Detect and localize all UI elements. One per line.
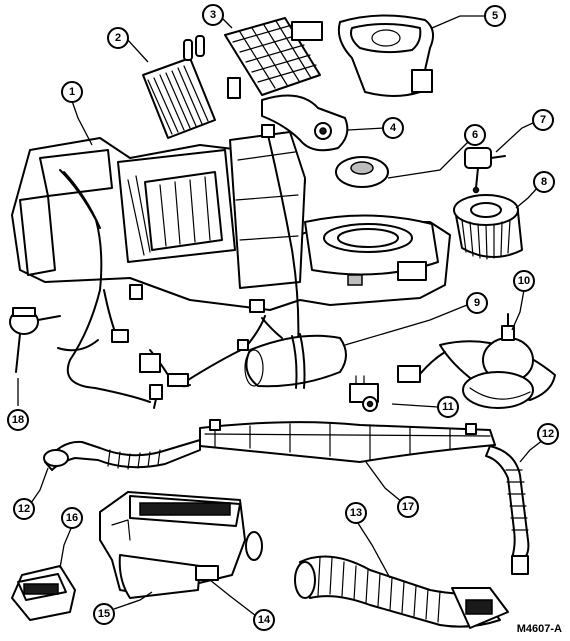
floor-duct-assembly [99, 491, 263, 599]
callout-16: 16 [61, 507, 83, 529]
callout-18: 18 [7, 409, 29, 431]
vacuum-actuator [464, 147, 506, 194]
vacuum-motor [9, 307, 61, 373]
svg-text:7: 7 [540, 114, 546, 126]
blower-resistor [349, 375, 379, 412]
callout-3: 3 [202, 4, 224, 26]
callout-5: 5 [484, 5, 506, 27]
callout-10: 10 [513, 270, 535, 292]
callout-7: 7 [532, 109, 554, 131]
svg-text:14: 14 [258, 614, 271, 626]
svg-text:15: 15 [98, 608, 110, 620]
duct-adapter [11, 565, 76, 621]
blower-motor [397, 313, 556, 409]
svg-text:11: 11 [442, 401, 454, 413]
callout-8: 8 [533, 171, 555, 193]
outlet-duct [337, 14, 435, 97]
svg-text:1: 1 [69, 86, 75, 98]
callout-12-left: 12 [13, 498, 35, 520]
svg-text:16: 16 [66, 512, 78, 524]
callout-15: 15 [93, 603, 115, 625]
vacuum-reservoir [244, 317, 347, 389]
callout-14: 14 [253, 609, 275, 631]
heater-case-assembly [11, 124, 451, 351]
right-hose [485, 445, 530, 575]
evaporator-seal-plate [261, 94, 349, 152]
svg-text:12: 12 [542, 428, 554, 440]
svg-text:18: 18 [12, 414, 24, 426]
callout-4: 4 [382, 117, 404, 139]
svg-text:6: 6 [472, 129, 478, 141]
figure-code: M4607-A [516, 623, 562, 635]
callout-1: 1 [61, 81, 83, 103]
callout-17: 17 [397, 496, 419, 518]
callout-6: 6 [464, 124, 486, 146]
heater-core [142, 35, 216, 139]
svg-text:9: 9 [474, 297, 480, 309]
leader-lines [17, 15, 544, 617]
callout-2: 2 [107, 27, 129, 49]
svg-text:10: 10 [518, 275, 530, 287]
callout-9: 9 [466, 292, 488, 314]
svg-text:5: 5 [492, 10, 498, 22]
callout-13: 13 [345, 502, 367, 524]
seal-ring [335, 156, 389, 188]
flex-duct [294, 555, 509, 629]
callout-12-right: 12 [537, 423, 559, 445]
svg-text:3: 3 [210, 9, 216, 21]
svg-text:8: 8 [541, 176, 547, 188]
svg-text:13: 13 [350, 507, 362, 519]
svg-text:12: 12 [18, 503, 30, 515]
defroster-duct [199, 419, 496, 463]
evaporator-core [224, 17, 323, 99]
svg-text:17: 17 [402, 501, 414, 513]
wiring-harness [57, 289, 266, 409]
callout-11: 11 [437, 396, 459, 418]
svg-text:4: 4 [390, 122, 397, 134]
left-hose [43, 439, 201, 471]
svg-text:2: 2 [115, 32, 121, 44]
blower-wheel [453, 194, 523, 260]
